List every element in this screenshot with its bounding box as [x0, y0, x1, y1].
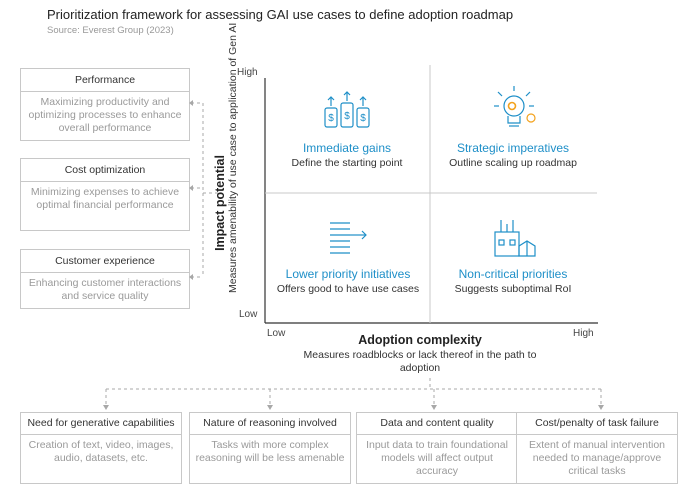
bottom-connector-arrows: [103, 405, 604, 410]
factor-box-customer-experience: Customer experience Enhancing customer i…: [20, 249, 190, 309]
y-axis-low-label: Low: [239, 309, 258, 320]
factor-title: Nature of reasoning involved: [190, 413, 350, 435]
lightbulb-gear-icon: [494, 86, 536, 127]
source-note: Source: Everest Group (2023): [47, 25, 174, 36]
left-connector-arrows: [189, 100, 193, 280]
factor-box-data-quality: Data and content quality Input data to t…: [356, 412, 518, 484]
factor-desc: Tasks with more complex reasoning will b…: [195, 439, 345, 464]
factor-title: Cost/penalty of task failure: [517, 413, 677, 435]
money-growth-icon: $ $ $: [324, 91, 370, 128]
factor-desc: Input data to train foundational models …: [366, 439, 508, 477]
quadrant-non-critical-subtitle: Suggests suboptimal RoI: [454, 283, 572, 295]
factor-title: Performance: [21, 69, 189, 92]
quadrant-lower-priority-subtitle: Offers good to have use cases: [276, 283, 420, 295]
quadrant-lower-priority-title: Lower priority initiatives: [285, 267, 411, 281]
factor-desc: Extent of manual intervention needed to …: [529, 439, 665, 477]
y-axis-title-block: Impact potential Measures amenability of…: [213, 22, 239, 293]
factor-box-generative-capabilities: Need for generative capabilities Creatio…: [20, 412, 182, 484]
x-axis-low-label: Low: [267, 328, 286, 339]
factor-title: Data and content quality: [357, 413, 517, 435]
factor-box-task-failure: Cost/penalty of task failure Extent of m…: [516, 412, 678, 484]
factor-box-reasoning: Nature of reasoning involved Tasks with …: [189, 412, 351, 484]
svg-text:$: $: [328, 113, 334, 124]
factor-box-cost-optimization: Cost optimization Minimizing expenses to…: [20, 158, 190, 231]
factor-desc: Creation of text, video, images, audio, …: [28, 439, 174, 464]
factor-title: Customer experience: [21, 250, 189, 273]
y-axis-high-label: High: [237, 67, 258, 78]
factor-desc: Enhancing customer interactions and serv…: [28, 277, 182, 302]
page-title: Prioritization framework for assessing G…: [47, 7, 514, 22]
quadrant-strategic-imperatives-title: Strategic imperatives: [456, 141, 570, 155]
factory-icon: [494, 220, 536, 257]
quadrant-non-critical-title: Non-critical priorities: [458, 267, 568, 281]
svg-text:$: $: [344, 111, 350, 122]
x-axis-high-label: High: [573, 328, 594, 339]
x-axis-title: Adoption complexity: [358, 333, 482, 347]
bottom-connector: [105, 378, 602, 406]
y-axis-subtitle: Measures amenability of use case to appl…: [227, 22, 239, 293]
quadrant-immediate-gains-subtitle: Define the starting point: [291, 157, 403, 169]
factor-title: Cost optimization: [21, 159, 189, 182]
stacked-list-icon: [330, 222, 367, 254]
quadrant-immediate-gains-title: Immediate gains: [302, 141, 392, 155]
svg-text:$: $: [360, 113, 366, 124]
y-axis-title: Impact potential: [213, 155, 227, 251]
factor-title: Need for generative capabilities: [21, 413, 181, 435]
x-axis-subtitle: Measures roadblocks or lack thereof in t…: [303, 349, 537, 374]
factor-desc: Maximizing productivity and optimizing p…: [28, 96, 182, 134]
quadrant-strategic-imperatives-subtitle: Outline scaling up roadmap: [449, 157, 577, 169]
matrix-axes: [264, 65, 598, 324]
factor-box-performance: Performance Maximizing productivity and …: [20, 68, 190, 141]
factor-desc: Minimizing expenses to achieve optimal f…: [30, 186, 180, 211]
